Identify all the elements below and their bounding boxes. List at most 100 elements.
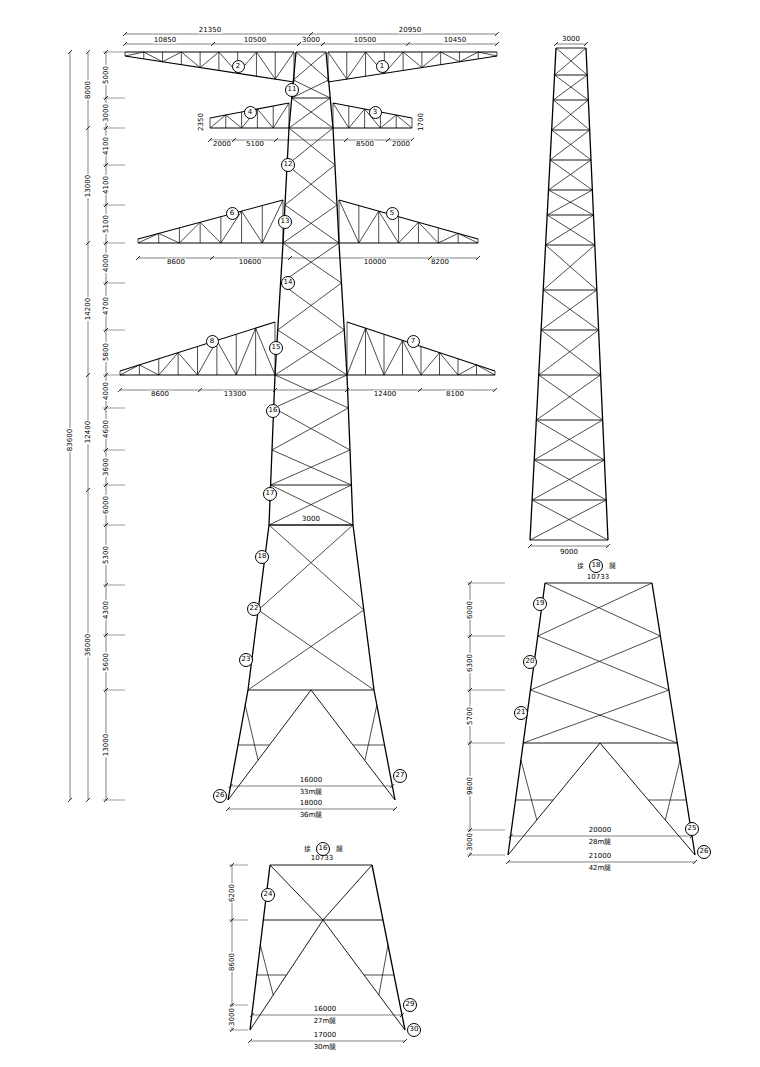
member-line [358,206,359,243]
dimension-label: 10500 [243,37,267,44]
callout-number: 6 [226,207,239,220]
member-line [547,215,595,245]
member-line [477,365,496,375]
callout-number: 5 [386,207,399,220]
dimension-label: 6200 [229,883,236,903]
callout-number: 13 [278,215,293,230]
member-line [333,127,412,128]
member-line [178,353,179,375]
member-line [396,115,397,128]
member-line [210,118,211,128]
member-line [552,130,590,131]
dimension-label: 6000 [103,495,110,515]
member-line [586,48,608,540]
member-line [120,371,121,375]
member-line [103,283,125,284]
member-line [241,211,242,243]
member-line [103,525,125,526]
callout-text: 26 [700,848,709,855]
callout-text: 4 [248,109,252,116]
callout-text: 12 [284,161,293,168]
member-line [521,760,537,820]
member-line [550,130,590,160]
member-line [509,834,513,838]
dimension-label: 3000 [301,516,321,523]
callout-text: 6 [230,210,234,217]
member-line [584,42,588,46]
member-line [548,190,592,191]
member-line [421,353,440,375]
member-line [162,52,163,62]
member-line [384,340,403,375]
member-line [252,1015,402,1016]
member-line [294,52,295,82]
member-line [226,807,230,811]
member-line [125,52,126,56]
dimension-label: 9800 [467,776,474,796]
member-line [103,408,125,409]
member-line [534,420,602,460]
member-line [103,243,125,244]
member-line [271,450,350,485]
member-line [326,52,395,800]
member-line [530,48,556,540]
member-line [270,865,372,866]
member-line [278,283,342,330]
member-line [103,52,125,53]
member-line [271,485,352,486]
member-line [348,106,349,128]
dimension-label: 5100 [245,141,265,148]
member-line [365,52,366,76]
member-line [493,388,497,392]
member-line [366,328,385,375]
dimension-label: 8600 [166,259,186,266]
member-line [418,222,419,243]
callout-text: 8 [210,338,214,345]
member-line [458,233,459,243]
callout-text: 25 [688,825,697,832]
dimension-label: 4100 [103,136,110,156]
member-line [538,583,652,636]
dimension-label: 5600 [103,652,110,672]
callout-number: 27 [393,769,408,784]
member-line [554,42,558,46]
member-line [421,347,422,376]
callout-text: 29 [406,1001,415,1008]
member-line [333,103,349,128]
member-line [292,98,330,99]
member-line [534,460,606,500]
dimension-label: 83600 [67,428,74,452]
member-line [256,52,275,79]
member-line [236,328,255,375]
member-line [163,52,182,62]
dimension-label: 2000 [212,141,232,148]
member-line [339,200,359,243]
dimension-label: 5700 [467,706,474,726]
member-line [273,106,274,128]
dimension-label: 接 [303,846,312,853]
member-line [210,103,289,118]
member-line [390,784,394,788]
callout-number: 29 [403,998,418,1013]
callout-text: 26 [216,792,225,799]
dimension-label: 腿 [335,846,344,853]
member-line [228,52,296,800]
member-line [287,128,333,165]
member-line [467,743,505,744]
dimension-label: 4700 [103,296,110,316]
member-line [530,540,608,541]
member-line [553,100,589,130]
member-line [665,760,680,820]
dimension-label: 3000 [229,1007,236,1027]
dimension-label: 27m腿 [313,1018,338,1025]
member-line [210,115,226,128]
member-line [103,485,125,486]
member-line [228,809,395,810]
member-line [550,160,591,161]
dimension-label: 4000 [103,253,110,273]
member-line [86,488,90,492]
member-line [333,103,412,118]
member-line [399,222,419,243]
member-line [648,800,686,801]
member-line [287,165,337,205]
